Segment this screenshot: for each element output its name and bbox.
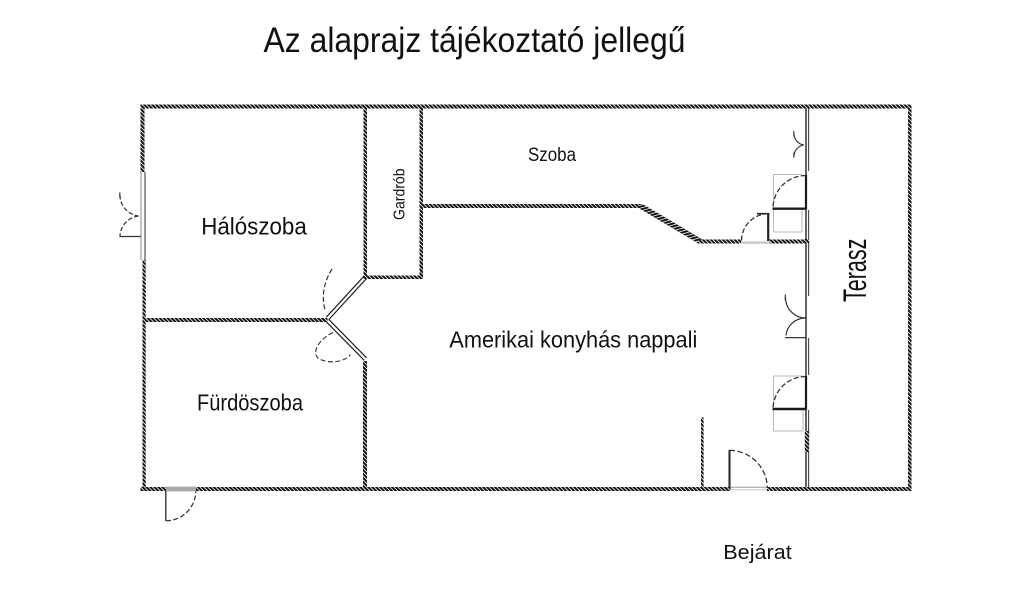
svg-text:Szoba: Szoba (528, 144, 576, 166)
svg-text:Az alaprajz tájékoztató jelleg: Az alaprajz tájékoztató jellegű (264, 21, 686, 60)
svg-text:Terasz: Terasz (837, 239, 873, 303)
svg-text:Gardrób: Gardrób (392, 168, 409, 220)
svg-text:Hálószoba: Hálószoba (201, 214, 307, 241)
svg-text:Amerikai konyhás nappali: Amerikai konyhás nappali (449, 327, 697, 353)
svg-text:Bejárat: Bejárat (723, 542, 792, 564)
svg-text:Fürdöszoba: Fürdöszoba (197, 390, 303, 416)
